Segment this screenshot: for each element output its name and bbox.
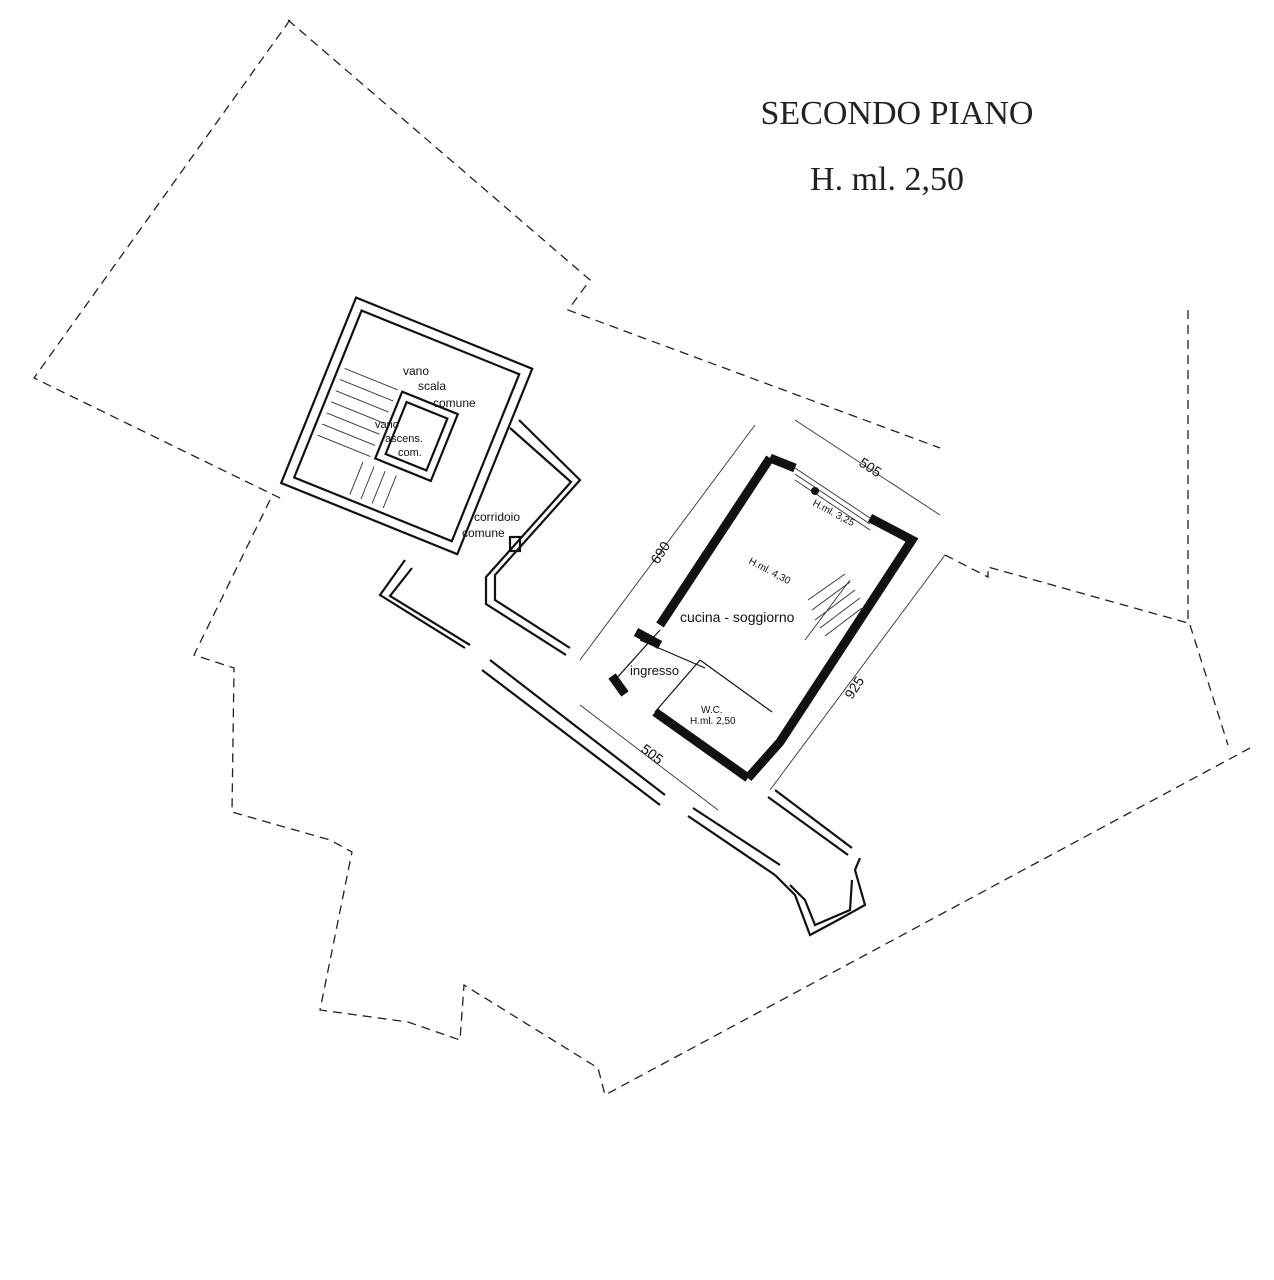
dim-left: 690 [647,538,673,566]
wc-height: H.ml. 2,50 [690,716,736,727]
wc-label: W.C. [701,705,723,716]
apartment [608,453,919,782]
stair-label-line-1: vano [403,364,429,378]
stairwell-block [279,296,534,556]
corridor-pillar [508,535,522,553]
lift-label-line-1: vano [375,419,399,431]
corridor-label-line-1: corridoio [474,510,520,524]
room-labels: vano scala comune vano ascens. com. corr… [375,364,795,716]
entrance-label: ingresso [630,663,679,678]
lift-label-line-3: com. [398,447,422,459]
dim-bottom: 505 [638,741,666,768]
stair-label-line-2: scala [418,379,446,393]
dimension-lines [579,419,946,811]
main-height: H.ml. 4,30 [747,556,793,587]
plan-title: SECONDO PIANO [761,95,1034,132]
corridor-label-line-2: comune [462,526,505,540]
external-long-wall [481,659,867,937]
stair-label-line-3: comune [433,396,476,410]
window-opening [794,467,871,531]
corridor-walls [378,419,582,656]
stair-steps [317,368,398,509]
height-note: H. ml. 2,50 [810,161,964,198]
internal-stair [804,573,863,641]
kitchen-label: cucina - soggiorno [680,609,795,625]
window-height: H.ml. 3,25 [811,498,857,529]
property-boundary [33,19,1251,1096]
lift-label-line-2: ascens. [385,433,423,445]
dim-right: 925 [841,673,867,701]
